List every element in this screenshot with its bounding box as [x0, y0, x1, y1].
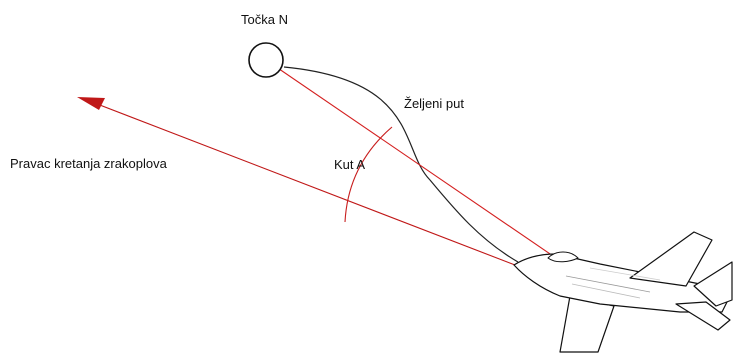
angle-a-label: Kut A [334, 157, 366, 172]
target-circle-icon [248, 42, 284, 78]
heading-line [91, 101, 516, 266]
point-n-label: Točka N [241, 12, 288, 27]
desired-path-curve [283, 66, 519, 263]
desired-path-label: Željeni put [404, 96, 464, 111]
line-of-sight [265, 59, 557, 259]
heading-arrowhead [77, 97, 105, 110]
angle-arc [344, 126, 393, 223]
fighter-jet-icon [513, 231, 733, 353]
heading-label: Pravac kretanja zrakoplova [10, 156, 167, 171]
